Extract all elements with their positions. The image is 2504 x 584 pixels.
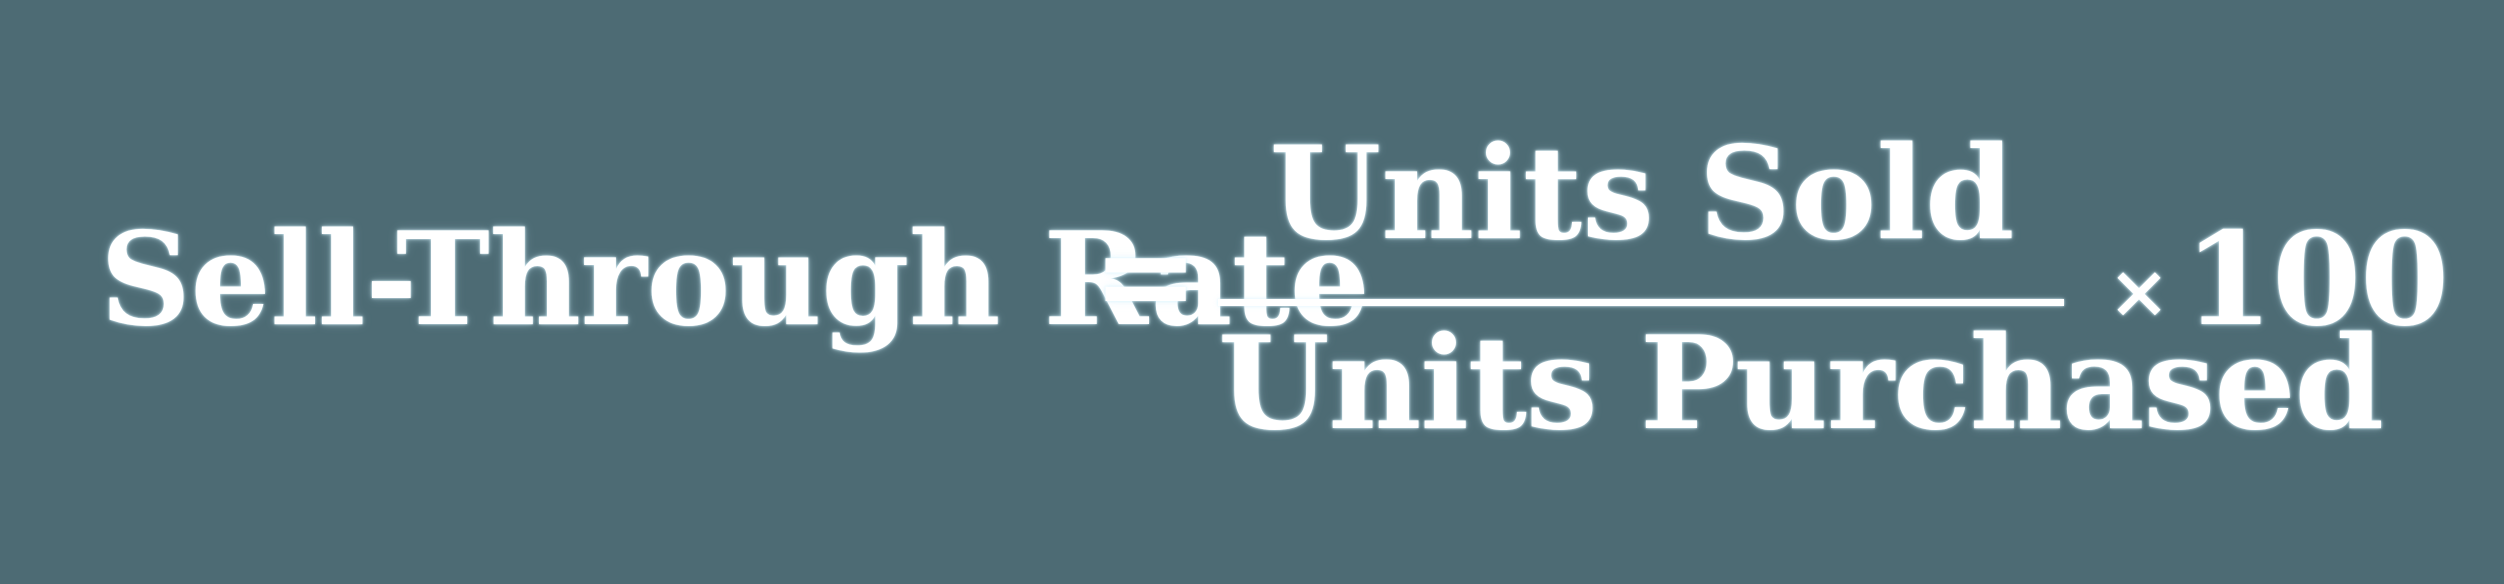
fraction-numerator: Units Sold	[1218, 130, 2066, 259]
multiplier-value: 100	[2184, 205, 2449, 355]
fraction-numerator-label: Units Sold	[1269, 119, 2015, 269]
fraction-denominator: Units Purchased	[1218, 320, 2384, 449]
multiplier-group: ×100	[2108, 216, 2449, 344]
multiplication-icon: ×	[2108, 248, 2171, 335]
formula-left-hand-side: Sell-Through Rate	[100, 205, 1370, 355]
fraction: Units Sold Units Purchased	[1218, 130, 2384, 450]
fraction-bar	[1218, 299, 2064, 306]
equals-sign: =	[1092, 201, 1199, 351]
fraction-denominator-label: Units Purchased	[1218, 309, 2384, 459]
